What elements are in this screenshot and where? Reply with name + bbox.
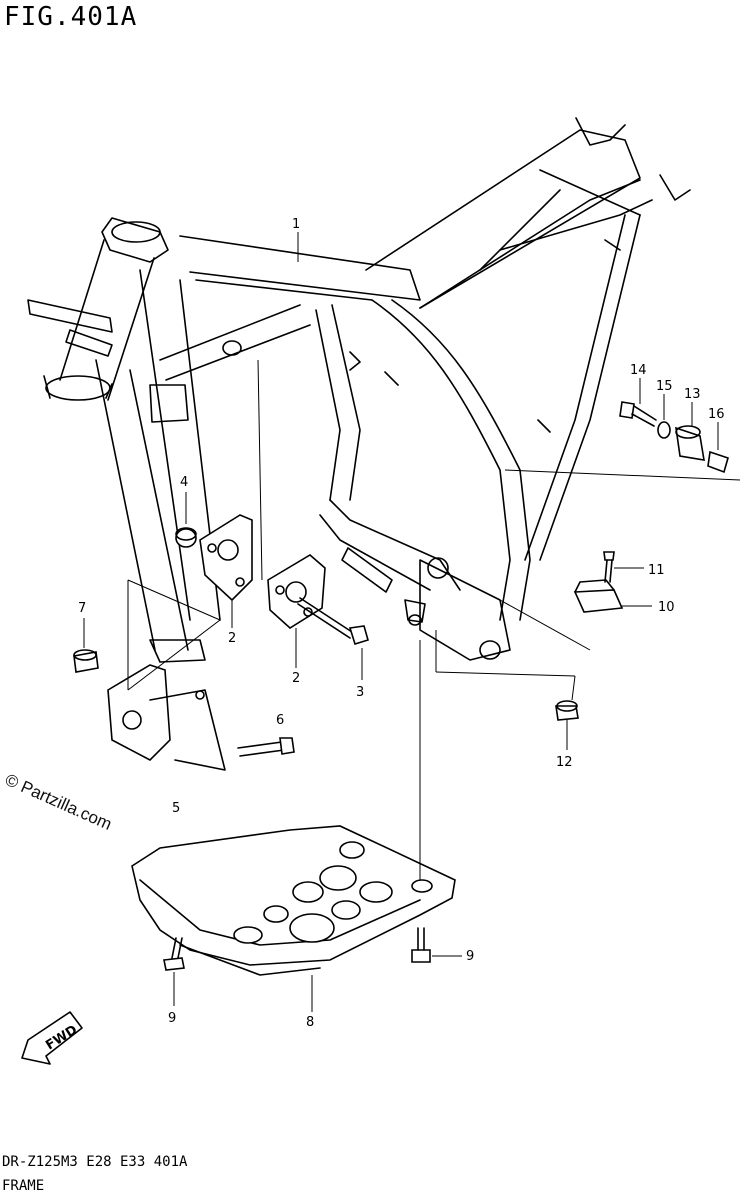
callout-1: 1 <box>292 217 300 232</box>
callout-12: 12 <box>556 755 573 770</box>
callout-16: 16 <box>708 407 725 422</box>
fwd-label: FWD <box>43 1023 80 1054</box>
callout-14: 14 <box>630 363 647 378</box>
screw-part-11 <box>603 551 615 583</box>
nut-part-7 <box>73 649 99 673</box>
callout-5: 5 <box>172 801 180 816</box>
frame-part-1 <box>27 117 691 663</box>
bolt-part-14 <box>619 401 657 427</box>
bolt-part-3 <box>297 597 369 645</box>
callout-15: 15 <box>656 379 673 394</box>
cushion-part-10 <box>573 579 624 613</box>
callout-6: 6 <box>276 713 284 728</box>
bracket-part-5 <box>107 664 226 771</box>
callout-2a: 2 <box>228 631 236 646</box>
bolt-part-9a <box>163 937 185 971</box>
callout-13: 13 <box>684 387 701 402</box>
bolt-part-9b <box>411 927 431 963</box>
nut-part-12 <box>555 700 579 721</box>
washer-part-15 <box>657 421 671 439</box>
cushion-part-13 <box>675 425 705 461</box>
callout-4: 4 <box>180 475 188 490</box>
callout-7: 7 <box>78 601 86 616</box>
callout-10: 10 <box>658 600 675 615</box>
collar-part-4 <box>175 527 197 548</box>
callout-9b: 9 <box>466 949 474 964</box>
bolt-part-6 <box>237 737 295 757</box>
callout-11: 11 <box>648 563 665 578</box>
diagram-name: FRAME <box>2 1178 45 1194</box>
engine-mount-plate-2b <box>267 554 326 629</box>
callout-9a: 9 <box>168 1011 176 1026</box>
figure-title: FIG.401A <box>4 2 138 32</box>
engine-mount-plate-2a <box>199 514 253 602</box>
diagram-code: DR-Z125M3 E28 E33 401A <box>2 1154 188 1170</box>
skid-plate-part-8 <box>131 825 456 976</box>
spacer-part-16 <box>707 450 729 474</box>
fwd-arrow-icon: FWD <box>21 1011 83 1065</box>
callout-2b: 2 <box>292 671 300 686</box>
callout-8: 8 <box>306 1015 314 1030</box>
callout-3: 3 <box>356 685 364 700</box>
